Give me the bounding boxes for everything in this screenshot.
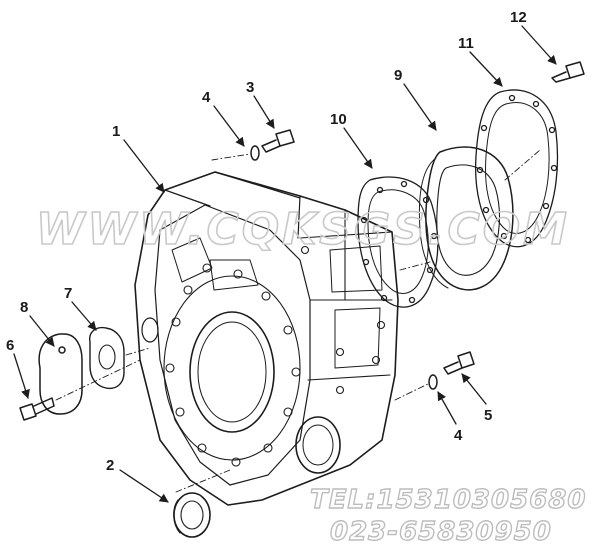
- cover-plate-8: [38, 333, 83, 415]
- leader-1: [123, 139, 165, 193]
- flange-gasket: [474, 89, 559, 248]
- gasket-7: [89, 326, 125, 390]
- callout-6: 6: [6, 337, 14, 354]
- cover-plate: [418, 146, 514, 291]
- leader-4-top: [213, 105, 245, 147]
- watermark-site: WWW.CQKSGS.COM: [36, 204, 570, 255]
- leader-11: [469, 51, 503, 87]
- callout-7: 7: [64, 285, 72, 302]
- washer-4-top: [250, 145, 260, 161]
- bolt-3: [261, 129, 295, 153]
- callout-4-right: 4: [454, 427, 463, 444]
- leader-10: [343, 127, 373, 169]
- callout-labels: 1 2 3 4 4 5 6 7 8 9 10 11 12: [6, 9, 527, 474]
- gasket: [357, 176, 439, 308]
- leader-8: [29, 315, 55, 347]
- screw-12: [551, 61, 585, 83]
- callout-2: 2: [106, 457, 114, 474]
- leader-5: [461, 373, 487, 405]
- callout-11: 11: [458, 35, 474, 52]
- leader-4-right: [437, 391, 457, 425]
- housing-bolt-holes: [165, 245, 386, 467]
- leader-2: [119, 469, 169, 503]
- callout-5: 5: [484, 407, 492, 424]
- leader-12: [521, 25, 557, 65]
- callout-8: 8: [20, 299, 28, 316]
- callout-12: 12: [510, 9, 527, 26]
- leader-7: [71, 301, 97, 331]
- screw-6: [19, 397, 55, 421]
- flywheel-housing: [134, 171, 399, 506]
- assembly-center-lines: [55, 149, 541, 493]
- watermark-tel: TEL:15310305680: [310, 485, 586, 515]
- watermark: WWW.CQKSGS.COM TEL:15310305680 023-65830…: [35, 203, 586, 548]
- bolt-5: [443, 351, 475, 375]
- seal-ring: [173, 492, 211, 538]
- callout-10: 10: [330, 111, 347, 128]
- callout-9: 9: [394, 67, 402, 84]
- callout-3: 3: [246, 79, 254, 96]
- callout-4-top: 4: [202, 89, 211, 106]
- leader-9: [403, 83, 437, 131]
- watermark-phone: 023-65830950: [330, 517, 552, 547]
- leader-6: [13, 353, 30, 399]
- callout-1: 1: [112, 123, 120, 140]
- washer-4-right: [428, 374, 438, 390]
- leader-3: [253, 95, 275, 129]
- leader-arrows: [13, 25, 557, 503]
